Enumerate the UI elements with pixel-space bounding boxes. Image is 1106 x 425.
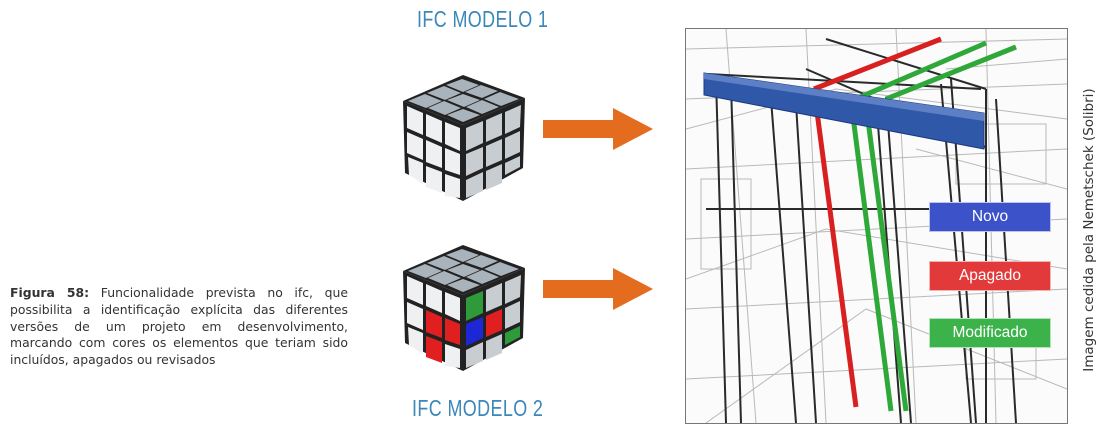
structure-wireframe — [686, 29, 1067, 423]
figure-caption-text: Funcionalidade prevista no ifc, que poss… — [10, 285, 348, 368]
arrow-right-icon — [543, 268, 655, 314]
cube-model-2-image — [395, 233, 530, 377]
figure-caption: Figura 58: Funcionalidade prevista no if… — [10, 285, 348, 369]
figure-label: Figura 58: — [10, 285, 90, 300]
legend-new: Novo — [929, 202, 1051, 232]
legend-modified: Modificado — [929, 318, 1051, 348]
arrow-right-icon — [543, 108, 655, 154]
cube-model-1-image — [395, 63, 530, 207]
image-credit: Imagem cedida pela Nemetschek (Solibri) — [1081, 88, 1097, 372]
structure-model-image: Novo Apagado Modificado — [685, 28, 1068, 424]
model-1-title: IFC MODELO 1 — [417, 6, 549, 32]
image-credit-container: Imagem cedida pela Nemetschek (Solibri) — [1076, 38, 1106, 422]
legend-deleted: Apagado — [929, 261, 1051, 291]
model-2-title: IFC MODELO 2 — [412, 395, 544, 421]
